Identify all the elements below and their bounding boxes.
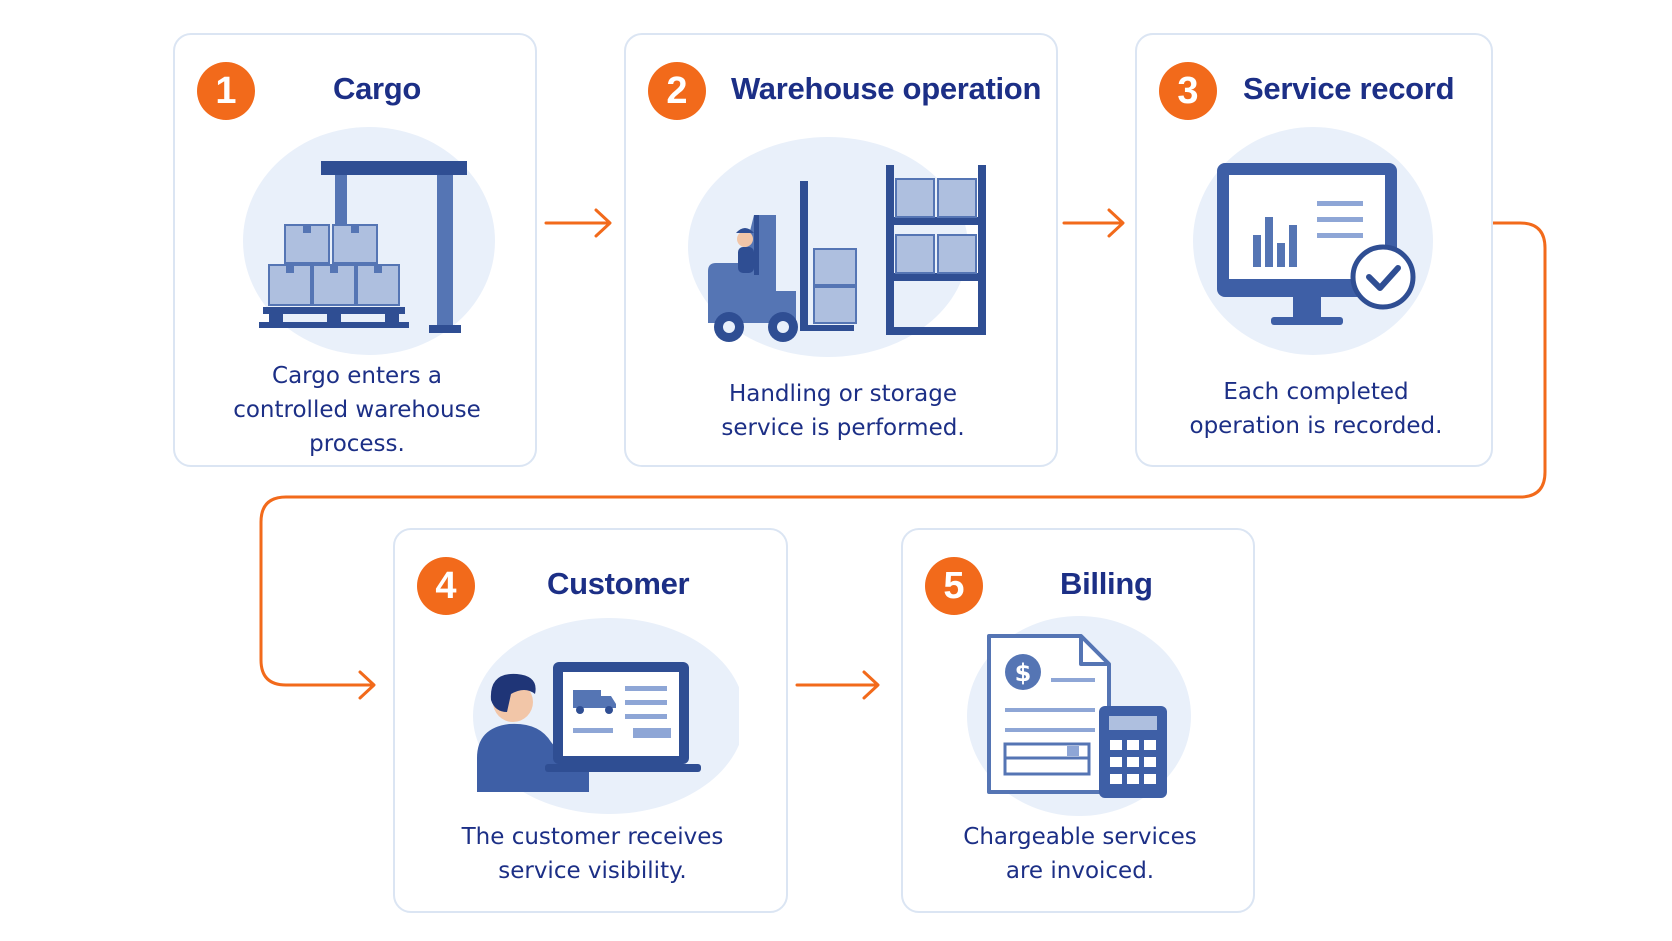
monitor-checkmark-icon bbox=[1191, 125, 1441, 365]
arrow-2-to-3 bbox=[1062, 208, 1125, 238]
step-description: Each completed operation is recorded. bbox=[1137, 375, 1495, 443]
step-card-customer: 4 Customer The customer receives service… bbox=[393, 528, 788, 913]
description-line: Chargeable services bbox=[963, 824, 1197, 850]
step-card-warehouse-operation: 2 Warehouse operation bbox=[624, 33, 1058, 467]
step-card-service-record: 3 Service record Each completed operatio… bbox=[1135, 33, 1493, 467]
step-title: Service record bbox=[1243, 71, 1455, 106]
svg-text:$: $ bbox=[1015, 659, 1032, 687]
description-line: Each completed bbox=[1223, 379, 1409, 405]
step-number-badge: 1 bbox=[197, 62, 255, 120]
invoice-calculator-icon: $ bbox=[959, 612, 1209, 822]
description-line: service is performed. bbox=[721, 415, 965, 441]
description-line: are invoiced. bbox=[1005, 858, 1155, 884]
step-description: Handling or storage service is performed… bbox=[626, 377, 1060, 445]
step-title: Cargo bbox=[333, 71, 422, 106]
step-description: The customer receives service visibility… bbox=[395, 820, 790, 888]
person-laptop-icon bbox=[459, 616, 739, 816]
forklift-shelving-icon bbox=[686, 123, 1006, 363]
step-description: Cargo enters a controlled warehouse proc… bbox=[175, 359, 539, 461]
arrow-4-to-5 bbox=[795, 670, 880, 700]
pallet-crane-icon bbox=[239, 123, 499, 363]
step-title: Warehouse operation bbox=[731, 71, 1042, 106]
step-description: Chargeable services are invoiced. bbox=[903, 820, 1257, 888]
step-card-billing: 5 Billing $ Chargeable ser bbox=[901, 528, 1255, 913]
step-number-badge: 4 bbox=[417, 557, 475, 615]
description-line: operation is recorded. bbox=[1189, 413, 1443, 439]
step-title: Customer bbox=[547, 566, 690, 601]
description-line: controlled warehouse bbox=[233, 397, 481, 423]
step-number-badge: 2 bbox=[648, 62, 706, 120]
arrow-3-to-4-wrap bbox=[259, 221, 1547, 700]
description-line: The customer receives bbox=[461, 824, 724, 850]
step-card-cargo: 1 Cargo Cargo enters a controlled wareho… bbox=[173, 33, 537, 467]
description-line: Handling or storage bbox=[728, 381, 958, 407]
step-number-badge: 3 bbox=[1159, 62, 1217, 120]
step-title: Billing bbox=[1060, 566, 1153, 601]
description-line: service visibility. bbox=[498, 858, 687, 884]
description-line: Cargo enters a bbox=[272, 363, 442, 389]
step-number-badge: 5 bbox=[925, 557, 983, 615]
description-line: process. bbox=[309, 431, 405, 457]
arrow-1-to-2 bbox=[544, 208, 612, 238]
